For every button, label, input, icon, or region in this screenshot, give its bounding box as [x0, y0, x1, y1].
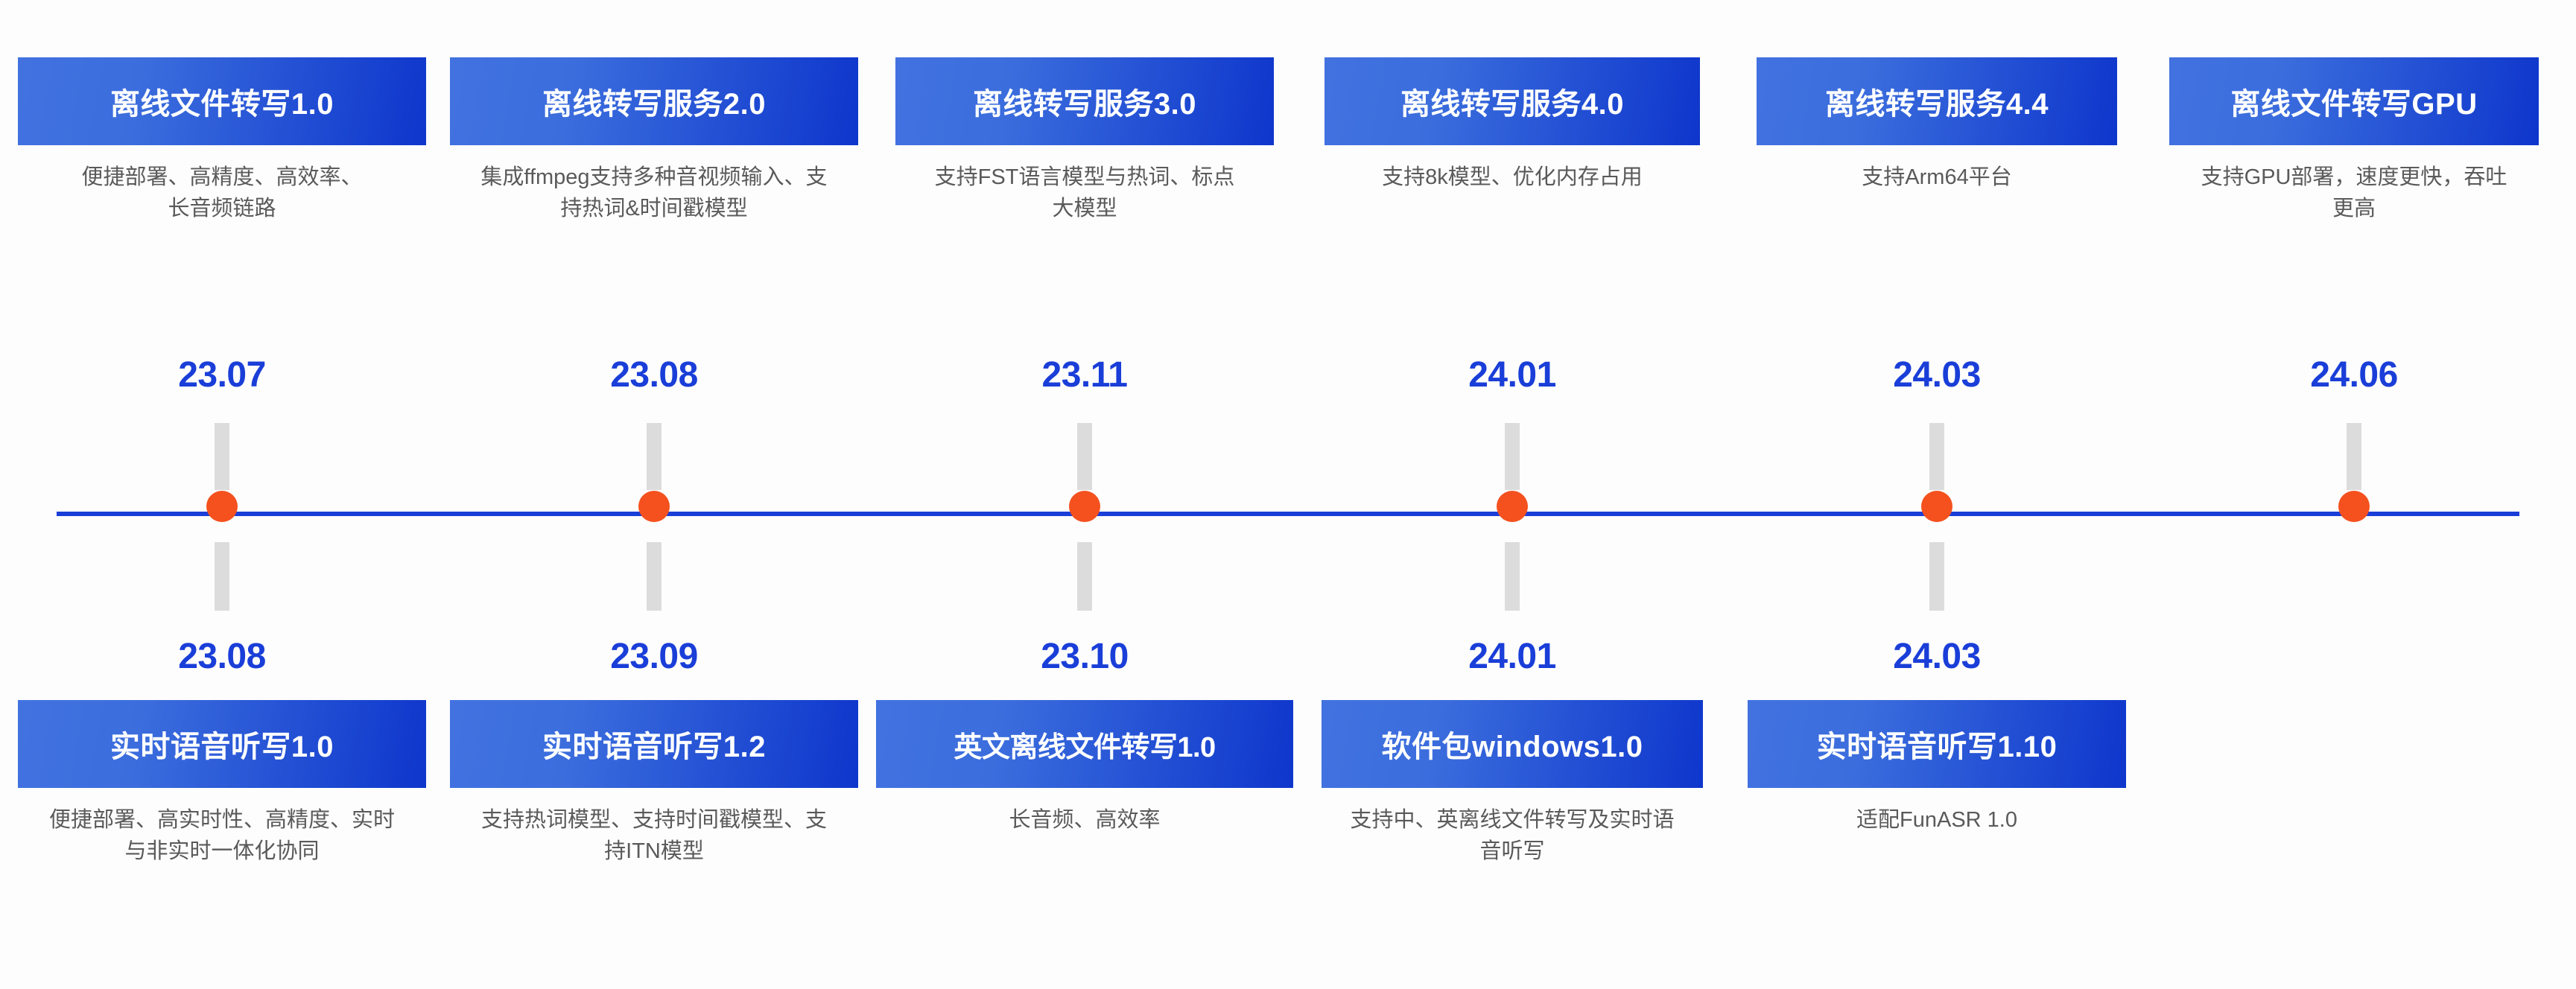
stem-top-1 [215, 423, 229, 490]
timeline-node-4: 离线转写服务4.0 支持8k模型、优化内存占用 24.01 24.01 软件包w… [1311, 0, 1713, 989]
bottom-card-4[interactable]: 软件包windows1.0 支持中、英离线文件转写及实时语音听写 [1311, 700, 1713, 867]
top-card-header-2: 离线转写服务2.0 [450, 57, 858, 145]
bottom-card-title-1: 实时语音听写1.0 [110, 731, 334, 763]
bottom-date-1: 23.08 [178, 637, 266, 676]
timeline-node-5: 离线转写服务4.4 支持Arm64平台 24.03 24.03 实时语音听写1.… [1736, 0, 2138, 989]
bottom-card-title-4: 软件包windows1.0 [1381, 731, 1643, 763]
stem-bottom-4 [1505, 542, 1520, 611]
bottom-card-desc-1: 便捷部署、高实时性、高精度、实时与非实时一体化协同 [48, 808, 395, 864]
stem-top-5 [1929, 423, 1944, 490]
top-date-5: 24.03 [1893, 355, 1981, 395]
top-date-1: 23.07 [178, 355, 266, 395]
top-card-header-6: 离线文件转写GPU [2169, 57, 2539, 145]
top-card-title-3: 离线转写服务3.0 [972, 88, 1197, 121]
bottom-card-1[interactable]: 实时语音听写1.0 便捷部署、高实时性、高精度、实时与非实时一体化协同 [18, 700, 426, 867]
bottom-date-5: 24.03 [1893, 637, 1981, 676]
timeline-marker-dot-4[interactable] [1497, 491, 1528, 522]
top-date-6: 24.06 [2310, 355, 2398, 395]
top-card-desc-6: 支持GPU部署，速度更快，吞吐更高 [2201, 165, 2507, 221]
top-card-header-4: 离线转写服务4.0 [1325, 57, 1700, 145]
top-card-1[interactable]: 离线文件转写1.0 便捷部署、高精度、高效率、长音频链路 [18, 57, 426, 224]
bottom-card-header-4: 软件包windows1.0 [1322, 700, 1703, 788]
stem-bottom-3 [1077, 542, 1092, 611]
top-card-desc-2: 集成ffmpeg支持多种音视频输入、支持热词&时间戳模型 [480, 165, 828, 221]
stem-top-6 [2347, 423, 2361, 490]
top-card-2[interactable]: 离线转写服务2.0 集成ffmpeg支持多种音视频输入、支持热词&时间戳模型 [450, 57, 858, 224]
top-card-6[interactable]: 离线文件转写GPU 支持GPU部署，速度更快，吞吐更高 [2153, 57, 2555, 224]
top-card-title-6: 离线文件转写GPU [2230, 88, 2478, 121]
timeline-marker-dot-2[interactable] [638, 491, 670, 522]
timeline-marker-dot-6[interactable] [2338, 491, 2370, 522]
top-card-title-4: 离线转写服务4.0 [1400, 88, 1625, 121]
timeline-marker-dot-3[interactable] [1069, 491, 1100, 522]
bottom-card-desc-5: 适配FunASR 1.0 [1856, 808, 2017, 832]
timeline-node-1: 离线文件转写1.0 便捷部署、高精度、高效率、长音频链路 23.07 23.08… [18, 0, 426, 989]
bottom-date-2: 23.09 [610, 637, 698, 676]
stem-bottom-5 [1929, 542, 1944, 611]
top-date-4: 24.01 [1468, 355, 1556, 395]
bottom-card-header-1: 实时语音听写1.0 [18, 700, 426, 788]
timeline-marker-dot-5[interactable] [1921, 491, 1952, 522]
timeline-node-3: 离线转写服务3.0 支持FST语言模型与热词、标点大模型 23.11 23.10… [876, 0, 1293, 989]
stem-bottom-1 [215, 542, 229, 611]
bottom-card-title-3: 英文离线文件转写1.0 [954, 731, 1216, 763]
stem-top-2 [647, 423, 662, 490]
bottom-card-3[interactable]: 英文离线文件转写1.0 长音频、高效率 [876, 700, 1293, 836]
bottom-card-header-3: 英文离线文件转写1.0 [876, 700, 1293, 788]
stem-bottom-2 [647, 542, 662, 611]
timeline-marker-dot-1[interactable] [206, 491, 238, 522]
top-date-2: 23.08 [610, 355, 698, 395]
stem-top-3 [1077, 423, 1092, 490]
top-card-desc-4: 支持8k模型、优化内存占用 [1382, 165, 1643, 189]
bottom-card-header-2: 实时语音听写1.2 [450, 700, 858, 788]
bottom-card-2[interactable]: 实时语音听写1.2 支持热词模型、支持时间戳模型、支持ITN模型 [450, 700, 858, 867]
top-card-4[interactable]: 离线转写服务4.0 支持8k模型、优化内存占用 [1311, 57, 1713, 193]
timeline-axis-line [57, 512, 2519, 516]
bottom-card-header-5: 实时语音听写1.10 [1748, 700, 2126, 788]
bottom-card-title-2: 实时语音听写1.2 [542, 731, 767, 763]
top-card-title-1: 离线文件转写1.0 [110, 88, 334, 121]
bottom-card-desc-2: 支持热词模型、支持时间戳模型、支持ITN模型 [480, 808, 827, 864]
top-card-title-2: 离线转写服务2.0 [542, 88, 767, 121]
top-date-3: 23.11 [1041, 355, 1128, 395]
top-card-header-5: 离线转写服务4.4 [1757, 57, 2117, 145]
top-card-header-3: 离线转写服务3.0 [895, 57, 1274, 145]
top-card-desc-3: 支持FST语言模型与热词、标点大模型 [934, 165, 1235, 221]
top-card-desc-1: 便捷部署、高精度、高效率、长音频链路 [81, 165, 363, 221]
bottom-card-desc-3: 长音频、高效率 [1009, 808, 1161, 832]
bottom-date-3: 23.10 [1041, 637, 1129, 676]
bottom-card-title-5: 实时语音听写1.10 [1816, 731, 2058, 763]
timeline-node-6: 离线文件转写GPU 支持GPU部署，速度更快，吞吐更高 24.06 [2153, 0, 2555, 989]
top-card-header-1: 离线文件转写1.0 [18, 57, 426, 145]
top-card-desc-5: 支持Arm64平台 [1862, 165, 2012, 189]
top-card-3[interactable]: 离线转写服务3.0 支持FST语言模型与热词、标点大模型 [876, 57, 1293, 224]
bottom-date-4: 24.01 [1468, 637, 1556, 676]
top-card-title-5: 离线转写服务4.4 [1824, 88, 2049, 121]
timeline-node-2: 离线转写服务2.0 集成ffmpeg支持多种音视频输入、支持热词&时间戳模型 2… [450, 0, 858, 989]
top-card-5[interactable]: 离线转写服务4.4 支持Arm64平台 [1736, 57, 2138, 193]
bottom-card-desc-4: 支持中、英离线文件转写及实时语音听写 [1350, 808, 1675, 864]
stem-top-4 [1505, 423, 1520, 490]
bottom-card-5[interactable]: 实时语音听写1.10 适配FunASR 1.0 [1736, 700, 2138, 836]
